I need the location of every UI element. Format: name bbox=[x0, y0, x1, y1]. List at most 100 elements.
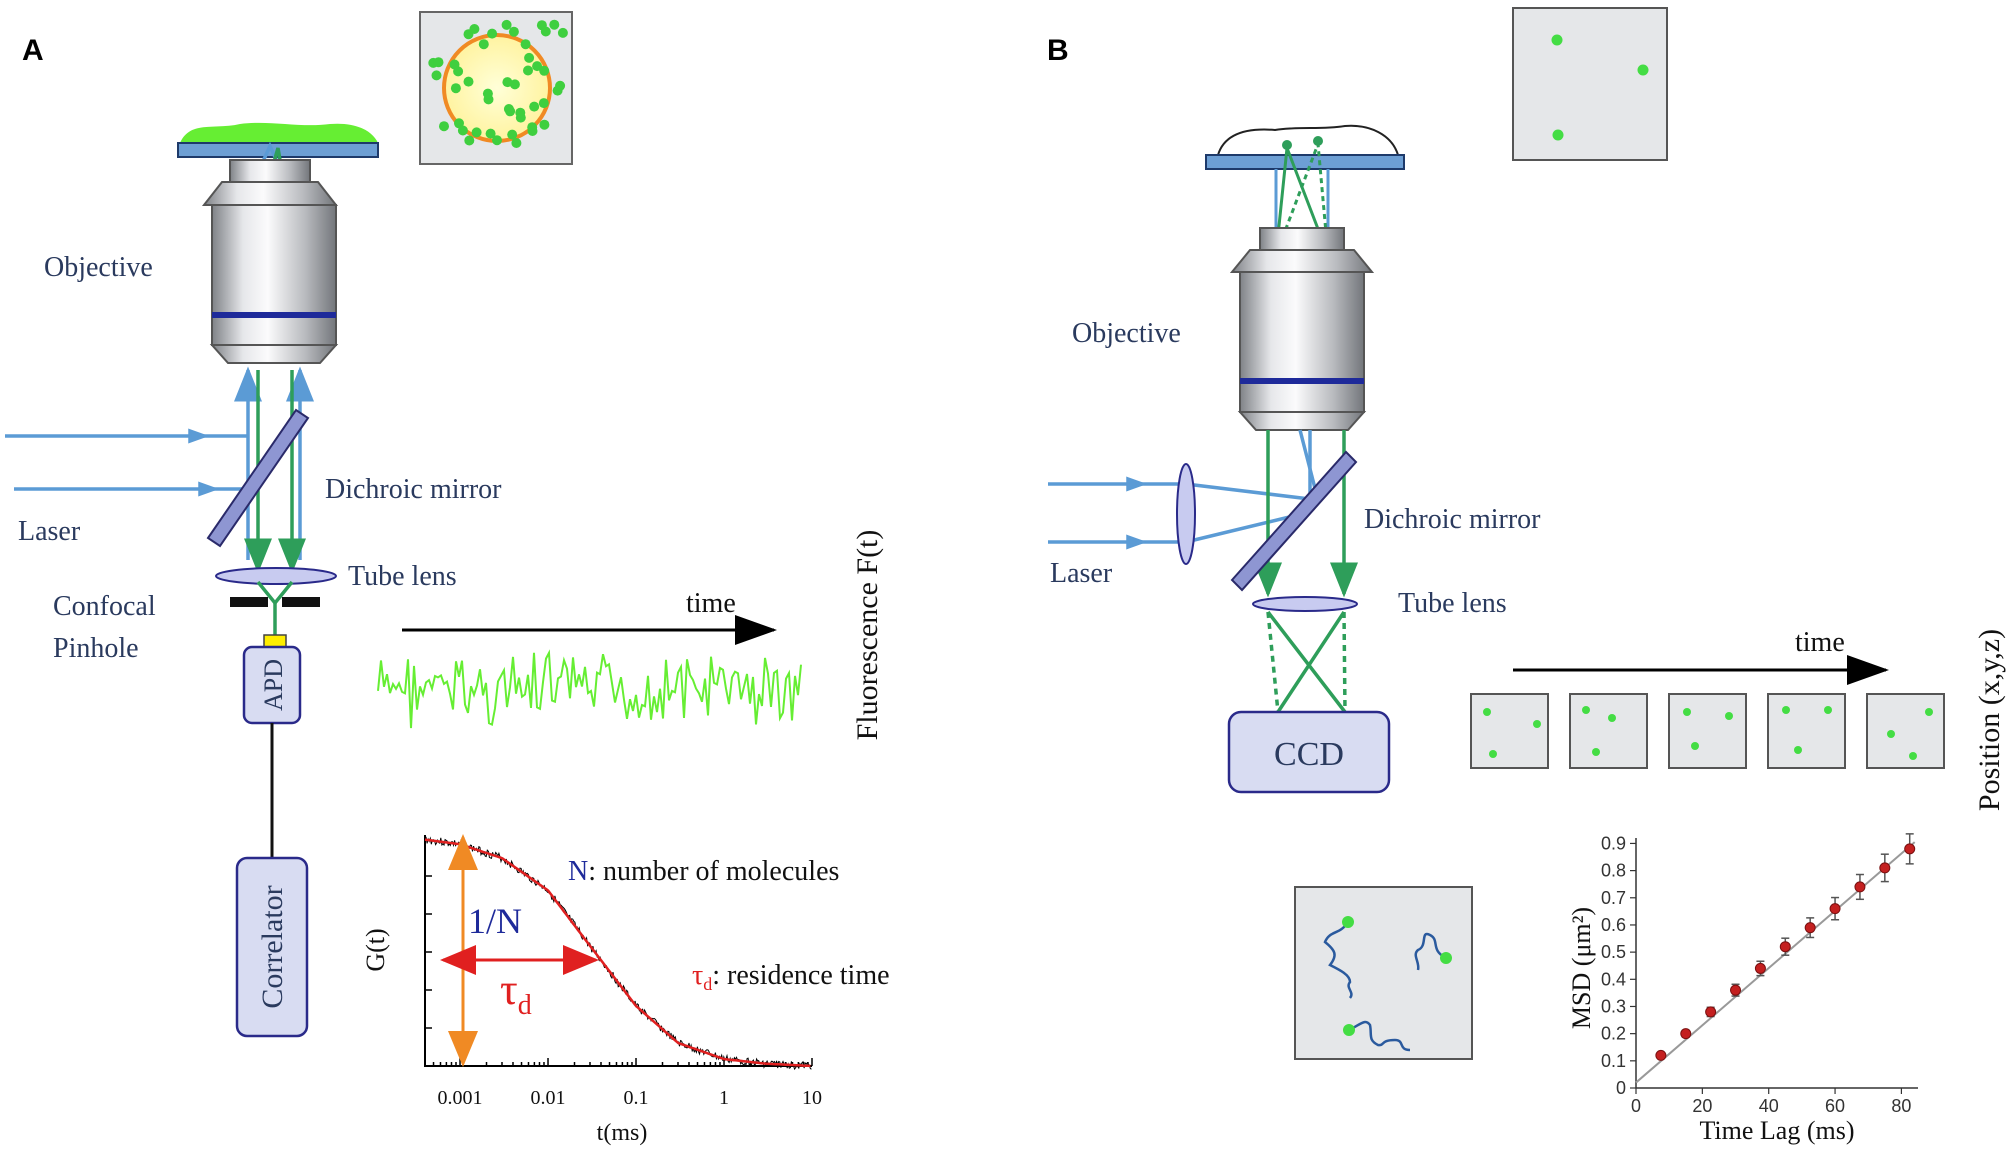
position-axis-label: Position (x,y,z) bbox=[1973, 629, 2006, 811]
particle-dot bbox=[1592, 748, 1600, 756]
msd-point bbox=[1754, 962, 1766, 974]
msd-xtick-label: 0 bbox=[1631, 1096, 1641, 1116]
msd-ytick-label: 0.5 bbox=[1601, 942, 1626, 962]
objective-a bbox=[201, 159, 339, 364]
ccd-beams bbox=[1266, 610, 1347, 714]
panel-a-letter: A bbox=[22, 34, 44, 67]
laser-label-b: Laser bbox=[1050, 558, 1113, 589]
msd-point bbox=[1680, 1028, 1692, 1040]
msd-point bbox=[1655, 1049, 1667, 1061]
particle-dot bbox=[1725, 712, 1733, 720]
time-label-b: time bbox=[1795, 627, 1845, 658]
time-label-a: time bbox=[686, 588, 736, 619]
msd-point bbox=[1904, 843, 1916, 855]
msd-point bbox=[1879, 862, 1891, 874]
tube-lens-label-b: Tube lens bbox=[1398, 588, 1507, 619]
cell-inset-a bbox=[419, 11, 573, 165]
panel-b-letter: B bbox=[1047, 34, 1069, 67]
particle-dot bbox=[1483, 708, 1491, 716]
particle-dot bbox=[1909, 752, 1917, 760]
particle-dot bbox=[1608, 714, 1616, 722]
time-frame bbox=[1767, 693, 1846, 769]
msd-xtick-label: 60 bbox=[1825, 1096, 1845, 1116]
dichroic-label-b: Dichroic mirror bbox=[1364, 504, 1541, 535]
dichroic-mirror-a bbox=[206, 408, 310, 548]
msd-ytick-label: 0.3 bbox=[1601, 996, 1626, 1016]
correlator-box bbox=[235, 856, 309, 1038]
molecule-dot bbox=[450, 83, 461, 94]
molecule-dot bbox=[482, 88, 493, 99]
pinhole-beams-a bbox=[256, 580, 294, 640]
molecule-dot bbox=[520, 39, 531, 50]
apd-label: APD bbox=[259, 659, 288, 711]
msd-xtick-label: 20 bbox=[1692, 1096, 1712, 1116]
molecule-dot bbox=[433, 57, 444, 68]
pinhole-label-line2: Pinhole bbox=[53, 633, 139, 664]
molecule-dot bbox=[557, 27, 568, 38]
molecule-dot bbox=[508, 26, 519, 37]
objective-label-b: Objective bbox=[1072, 318, 1181, 349]
msd-point bbox=[1779, 941, 1791, 953]
particle-dot bbox=[1582, 706, 1590, 714]
msd-ytick-label: 0 bbox=[1616, 1078, 1626, 1098]
msd-ytick-label: 0.8 bbox=[1601, 861, 1626, 881]
particle-dot bbox=[1691, 742, 1699, 750]
molecule-dot bbox=[492, 135, 502, 146]
msd-point bbox=[1730, 984, 1742, 996]
molecule-dot bbox=[439, 121, 449, 132]
correlator-label: Correlator bbox=[256, 885, 289, 1008]
fluorescence-axis-label: Fluorescence F(t) bbox=[851, 530, 884, 741]
molecule-dot bbox=[523, 65, 533, 76]
dichroic-label-a: Dichroic mirror bbox=[325, 474, 502, 505]
molecule-dot bbox=[453, 66, 464, 77]
tube-lens-b bbox=[1252, 596, 1358, 612]
molecule-dot bbox=[527, 126, 538, 136]
time-frame bbox=[1866, 693, 1945, 769]
msd-xtick-label: 80 bbox=[1891, 1096, 1911, 1116]
tau-description: τd: residence time bbox=[692, 960, 890, 994]
particle-dot bbox=[1794, 746, 1802, 754]
molecule-dot bbox=[485, 128, 496, 139]
laser-beams-a bbox=[5, 428, 248, 497]
fcs-xtick-label: 0.001 bbox=[438, 1087, 483, 1109]
n-description: N: number of molecules bbox=[568, 856, 839, 887]
molecule-dot bbox=[431, 70, 442, 81]
particle-dot bbox=[1533, 720, 1541, 728]
msd-xtick-label: 40 bbox=[1759, 1096, 1779, 1116]
molecule-dot bbox=[464, 135, 475, 146]
tube-lens-a bbox=[215, 567, 337, 585]
molecule-dot bbox=[549, 19, 560, 30]
msd-ylabel: MSD (μm²) bbox=[1567, 907, 1596, 1029]
molecule-dot bbox=[524, 52, 535, 63]
dichroic-mirror-b bbox=[1230, 450, 1358, 592]
msd-point bbox=[1829, 903, 1841, 915]
time-frame bbox=[1668, 693, 1747, 769]
laser-lens-b bbox=[1176, 463, 1196, 565]
molecule-dot bbox=[539, 65, 550, 76]
fcs-ylabel: G(t) bbox=[361, 928, 390, 971]
frame-sequence bbox=[1470, 693, 1945, 769]
fcs-xtick-label: 0.1 bbox=[624, 1087, 649, 1109]
molecule-dot bbox=[532, 61, 543, 72]
sample-slide-b bbox=[1205, 124, 1405, 170]
particle-dot bbox=[1925, 708, 1933, 716]
molecule-dot bbox=[538, 98, 549, 109]
msd-xlabel: Time Lag (ms) bbox=[1699, 1116, 1854, 1145]
trajectory-inset bbox=[1294, 886, 1473, 1060]
molecule-dot bbox=[501, 19, 512, 30]
time-frame bbox=[1470, 693, 1549, 769]
molecule-dot bbox=[511, 138, 522, 148]
fcs-xtick-label: 0.01 bbox=[531, 1087, 566, 1109]
molecule-dot bbox=[457, 125, 468, 136]
molecule-dot bbox=[555, 80, 566, 91]
molecule-dot bbox=[478, 39, 489, 50]
fcs-xtick-label: 1 bbox=[719, 1087, 729, 1109]
molecule-dot bbox=[469, 24, 480, 34]
particle-dot bbox=[1782, 706, 1790, 714]
pinhole-label-line1: Confocal bbox=[53, 591, 156, 622]
molecule-dot bbox=[540, 26, 551, 37]
particle-inset-b bbox=[1512, 7, 1668, 161]
fcs-data-points bbox=[424, 836, 812, 1071]
msd-ytick-label: 0.7 bbox=[1601, 888, 1626, 908]
